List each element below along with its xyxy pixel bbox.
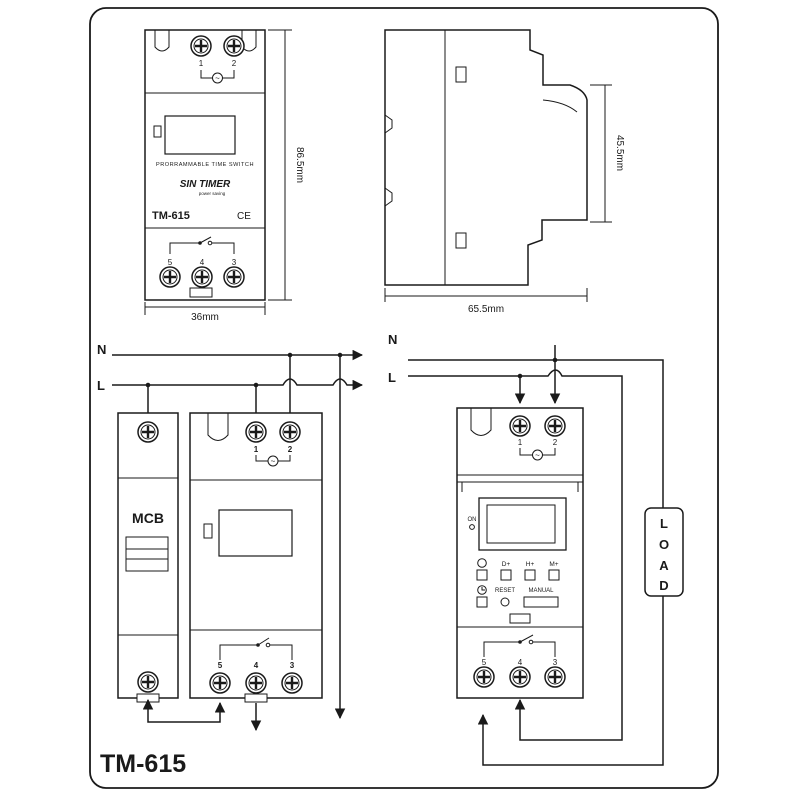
program-icon xyxy=(477,558,487,568)
neutral-label: N xyxy=(388,332,397,347)
screw-icon xyxy=(222,265,246,289)
front-view: 1 2 ~ PRORRAMMABLE TIME SWITCH SIN TIMER… xyxy=(144,29,305,323)
height-dimension: 86.5mm xyxy=(294,147,305,183)
screw-icon xyxy=(280,671,304,695)
program-button[interactable] xyxy=(476,569,488,581)
brand-logo: SIN TIMER xyxy=(180,179,231,190)
day-button[interactable] xyxy=(500,569,512,581)
brand-tagline: power saving xyxy=(199,191,226,196)
terminal-label-2: 2 xyxy=(232,59,237,68)
screw-icon xyxy=(244,420,268,444)
timer-unit-right: 1 2 ~ ON D+ H+ M+ RESET MANUAL xyxy=(456,407,584,699)
left-wiring: N L MCB xyxy=(97,342,364,732)
screw-icon xyxy=(190,265,214,289)
side-height-dimension: 45.5mm xyxy=(614,135,625,171)
lcd-display xyxy=(218,509,293,557)
lcd-display xyxy=(164,115,236,155)
screw-icon xyxy=(158,265,182,289)
model-label: TM-615 xyxy=(152,210,190,222)
mcb-label: MCB xyxy=(132,510,164,526)
ac-symbol: ~ xyxy=(215,74,220,83)
live-label: L xyxy=(97,378,105,393)
live-label: L xyxy=(388,370,396,385)
timer-unit-left: 1 2 ~ 5 4 3 xyxy=(189,412,323,703)
screw-icon xyxy=(136,420,160,444)
hour-button[interactable] xyxy=(524,569,536,581)
screw-icon xyxy=(208,671,232,695)
day-button-label: D+ xyxy=(502,561,511,568)
screw-icon xyxy=(222,34,246,58)
side-view: 45.5mm 65.5mm xyxy=(384,29,625,315)
reset-label: RESET xyxy=(495,588,515,594)
ac-symbol: ~ xyxy=(271,457,276,466)
terminal-label-5: 5 xyxy=(482,658,487,667)
clock-button[interactable] xyxy=(476,596,488,608)
load-letter: A xyxy=(659,558,669,573)
load-letter: L xyxy=(660,516,668,531)
lcd-display xyxy=(486,504,556,544)
terminal-label-2: 2 xyxy=(553,438,558,447)
terminal-label-3: 3 xyxy=(553,658,558,667)
on-led xyxy=(469,524,475,530)
load-letter: O xyxy=(659,537,669,552)
manual-label: MANUAL xyxy=(528,588,554,594)
screw-icon xyxy=(508,665,532,689)
screw-icon xyxy=(543,414,567,438)
minute-button[interactable] xyxy=(548,569,560,581)
ac-source-icon xyxy=(532,449,543,461)
screw-icon xyxy=(543,665,567,689)
indicator-window xyxy=(203,523,213,539)
screw-icon xyxy=(472,665,496,689)
side-slot xyxy=(455,232,467,249)
terminal-label-4: 4 xyxy=(254,661,259,670)
screw-icon xyxy=(189,34,213,58)
ac-source-icon xyxy=(267,455,279,467)
screw-icon xyxy=(136,670,160,694)
screw-icon xyxy=(244,671,268,695)
reset-button[interactable] xyxy=(500,597,510,607)
ac-source-icon xyxy=(212,72,223,84)
terminal-label-4: 4 xyxy=(518,658,523,667)
terminal-label-3: 3 xyxy=(290,661,295,670)
width-dimension: 36mm xyxy=(191,312,219,323)
terminal-label-2: 2 xyxy=(288,445,293,454)
terminal-label-1: 1 xyxy=(254,445,259,454)
indicator-window xyxy=(153,125,162,138)
hour-button-label: H+ xyxy=(526,561,535,568)
screw-icon xyxy=(278,420,302,444)
product-line-text: PRORRAMMABLE TIME SWITCH xyxy=(156,162,254,168)
ce-mark: CE xyxy=(237,211,251,222)
mcb-switch xyxy=(125,536,169,572)
ac-symbol: ~ xyxy=(535,451,540,460)
side-slot xyxy=(455,66,467,83)
model-title: TM-615 xyxy=(100,750,186,778)
manual-button[interactable] xyxy=(523,596,559,608)
terminal-label-4: 4 xyxy=(200,258,205,267)
terminal-label-1: 1 xyxy=(518,438,523,447)
right-wiring: N L L O A D 1 2 ~ xyxy=(388,332,684,766)
minute-button-label: M+ xyxy=(549,561,558,568)
depth-dimension: 65.5mm xyxy=(468,304,504,315)
load-letter: D xyxy=(659,578,668,593)
on-indicator-label: ON xyxy=(468,517,477,523)
din-clip xyxy=(189,287,213,298)
screw-icon xyxy=(508,414,532,438)
terminal-label-5: 5 xyxy=(218,661,223,670)
load-box: L O A D xyxy=(644,507,684,597)
mcb-breaker: MCB xyxy=(117,412,179,703)
terminal-label-5: 5 xyxy=(168,258,173,267)
terminal-label-1: 1 xyxy=(199,59,204,68)
terminal-label-3: 3 xyxy=(232,258,237,267)
neutral-label: N xyxy=(97,342,106,357)
